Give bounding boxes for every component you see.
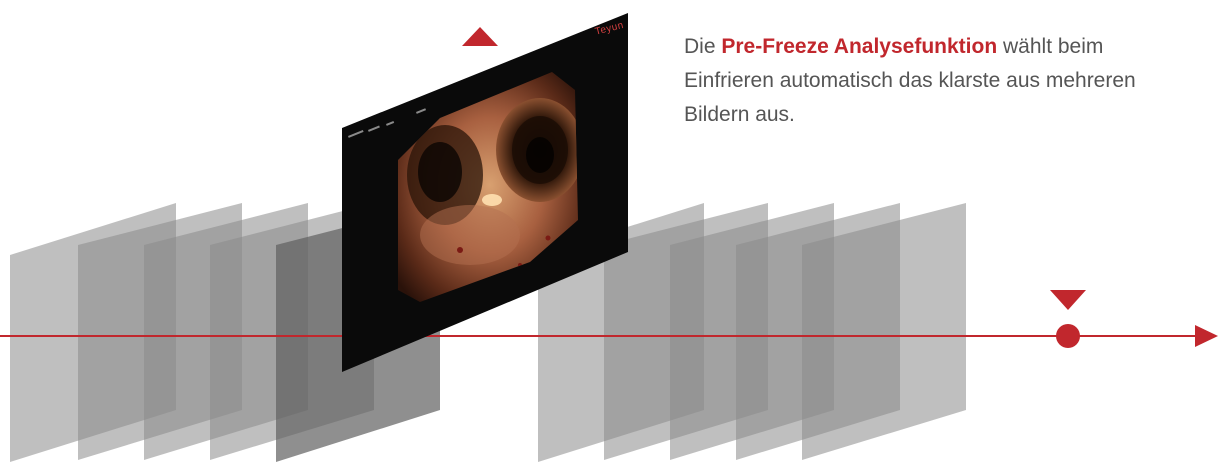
dot-icon [1056,324,1080,348]
triangle-down-icon [1050,290,1086,310]
caption-prefix: Die [684,35,721,58]
arrowhead-icon [1195,325,1218,347]
triangle-up-icon [462,27,498,46]
caption-text: Die Pre-Freeze Analysefunktion wählt bei… [684,30,1164,132]
frame-right-5 [802,203,966,460]
caption-highlight: Pre-Freeze Analysefunktion [721,35,997,58]
